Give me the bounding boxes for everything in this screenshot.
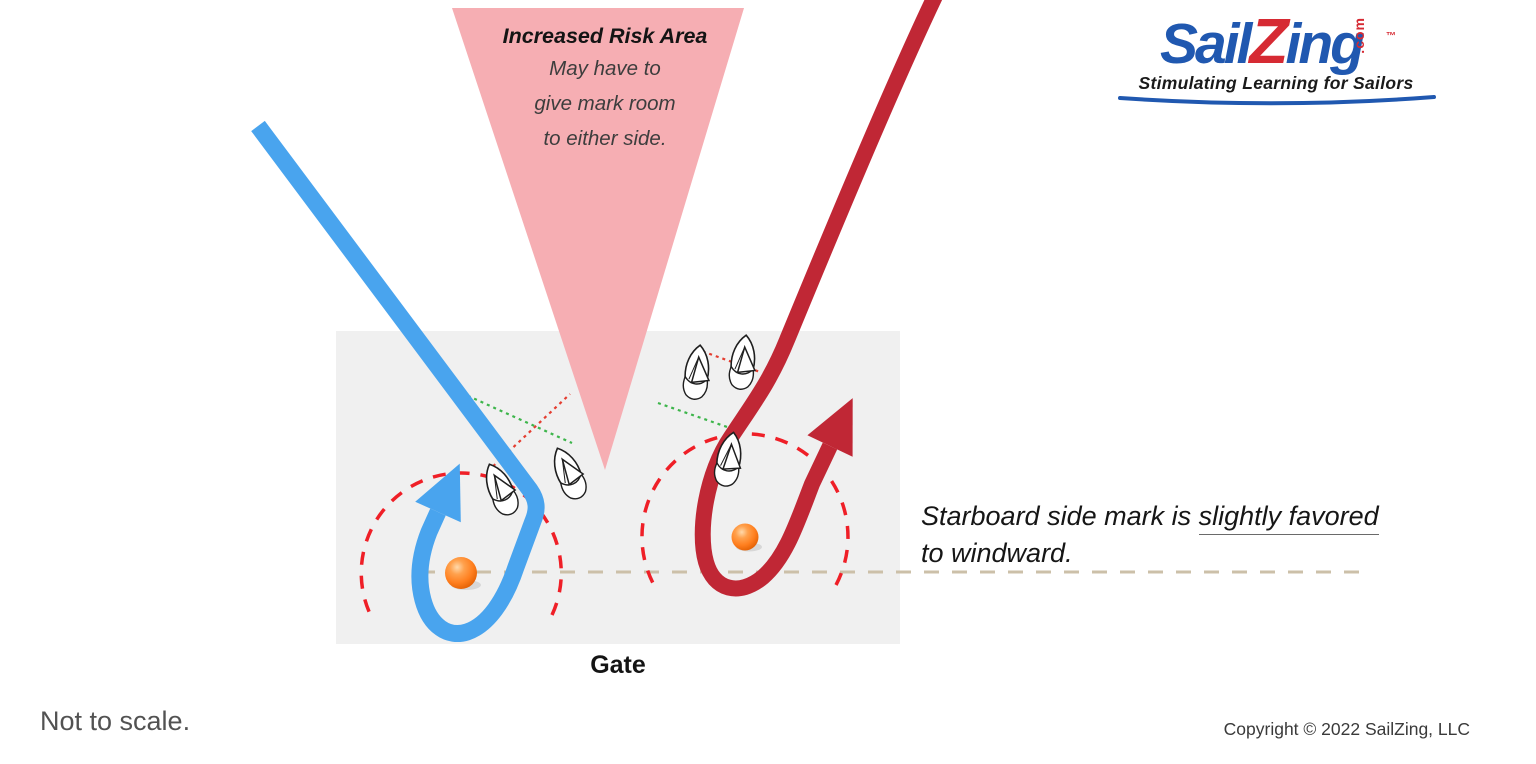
risk-title: Increased Risk Area <box>502 24 708 48</box>
starboard-note-prefix: Starboard side mark is <box>921 501 1199 531</box>
risk-line: give mark room <box>534 92 676 115</box>
right-gate-mark-icon <box>731 523 759 551</box>
zone-circle-right <box>640 432 850 593</box>
gate-label: Gate <box>590 651 646 679</box>
logo-z: Z <box>1249 5 1288 77</box>
trademark-icon: ™ <box>1385 31 1396 42</box>
increased-risk-text: Increased Risk Area May have to give mar… <box>448 21 762 156</box>
not-to-scale-note: Not to scale. <box>40 706 191 736</box>
layline-green-left <box>454 388 573 445</box>
sailzing-wordmark: SailZing .com ™ <box>1160 9 1396 76</box>
logo-tagline: Stimulating Learning for Sailors <box>1138 73 1414 93</box>
layline-red-left <box>487 393 571 472</box>
starboard-note-underlined: slightly favored <box>1198 501 1379 535</box>
starboard-note: Starboard side mark is slightly favored … <box>921 498 1391 571</box>
risk-line: May have to <box>549 57 661 80</box>
left-gate-mark-icon <box>445 557 477 589</box>
logo-ing: ing <box>1285 12 1366 76</box>
increased-risk-triangle <box>452 8 744 470</box>
risk-line: to either side. <box>543 127 667 150</box>
blue-rounding-path <box>251 120 545 642</box>
logo-com: .com <box>1350 17 1367 54</box>
copyright-text: Copyright © 2022 SailZing, LLC <box>1223 719 1470 739</box>
sailzing-logo: SailZing .com ™ Stimulating Learning for… <box>1114 9 1438 107</box>
logo-swoosh-icon <box>1118 95 1436 106</box>
logo-sail: Sail <box>1160 12 1252 76</box>
starboard-note-line2: to windward. <box>921 538 1073 568</box>
layline-green-right <box>657 401 731 430</box>
